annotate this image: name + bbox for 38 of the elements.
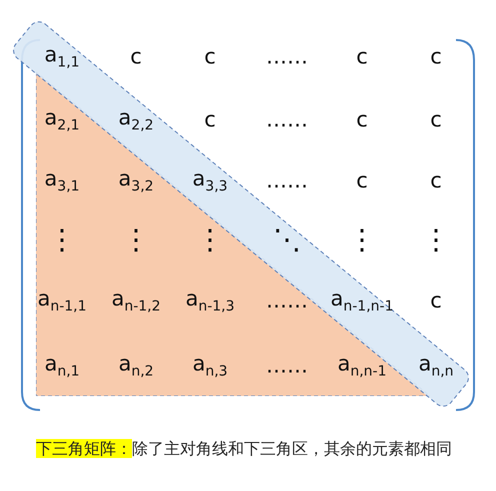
highlighted-term: 下三角矩阵： [36, 439, 132, 458]
matrix-entry: a$_{n,n-1}$ [337, 353, 387, 379]
matrix-entry: a$_{n-1,n-1}$ [330, 288, 394, 314]
matrix-entry: a$_{n-1,2}$ [111, 288, 161, 314]
horizontal-ellipsis: …… [266, 46, 308, 68]
matrix-entry: a$_{n,3}$ [192, 353, 228, 379]
matrix-entry: c [356, 170, 368, 192]
matrix-entry: a$_{n-1,1}$ [37, 288, 87, 314]
matrix-entry: c [430, 170, 442, 192]
horizontal-ellipsis: …… [266, 356, 308, 376]
matrix-entry: a$_{n,2}$ [118, 353, 154, 379]
matrix-entry: c [204, 46, 216, 68]
matrix-entry: a$_{3,3}$ [192, 168, 228, 194]
matrix-entry: a$_{1,1}$ [44, 44, 80, 70]
matrix-entry: a$_{n-1,3}$ [185, 288, 235, 314]
matrix-entry: a$_{2,1}$ [44, 107, 80, 133]
matrix-entry: c [430, 110, 442, 130]
caption-text: 除了主对角线和下三角区，其余的元素都相同 [132, 439, 452, 458]
horizontal-ellipsis: …… [266, 110, 308, 130]
matrix-entry: c [130, 46, 142, 68]
vertical-ellipsis: ⋮ [196, 226, 224, 254]
diagonal-ellipsis: ⋱ [273, 226, 301, 254]
matrix-entry: c [430, 46, 442, 68]
horizontal-ellipsis: …… [266, 290, 308, 312]
matrix-entry: c [356, 46, 368, 68]
matrix-entry: a$_{3,1}$ [44, 168, 80, 194]
horizontal-ellipsis: …… [266, 170, 308, 192]
matrix-entry: a$_{n,n}$ [418, 353, 454, 379]
vertical-ellipsis: ⋮ [422, 226, 450, 254]
vertical-ellipsis: ⋮ [48, 226, 76, 254]
matrix-entry: a$_{n,1}$ [44, 353, 80, 379]
matrix-entry: a$_{3,2}$ [118, 168, 154, 194]
vertical-ellipsis: ⋮ [348, 226, 376, 254]
matrix-entry: c [356, 110, 368, 130]
matrix-entry: a$_{2,2}$ [118, 107, 154, 133]
matrix-entry: c [204, 110, 216, 130]
matrix-entry: c [430, 290, 442, 312]
vertical-ellipsis: ⋮ [122, 226, 150, 254]
